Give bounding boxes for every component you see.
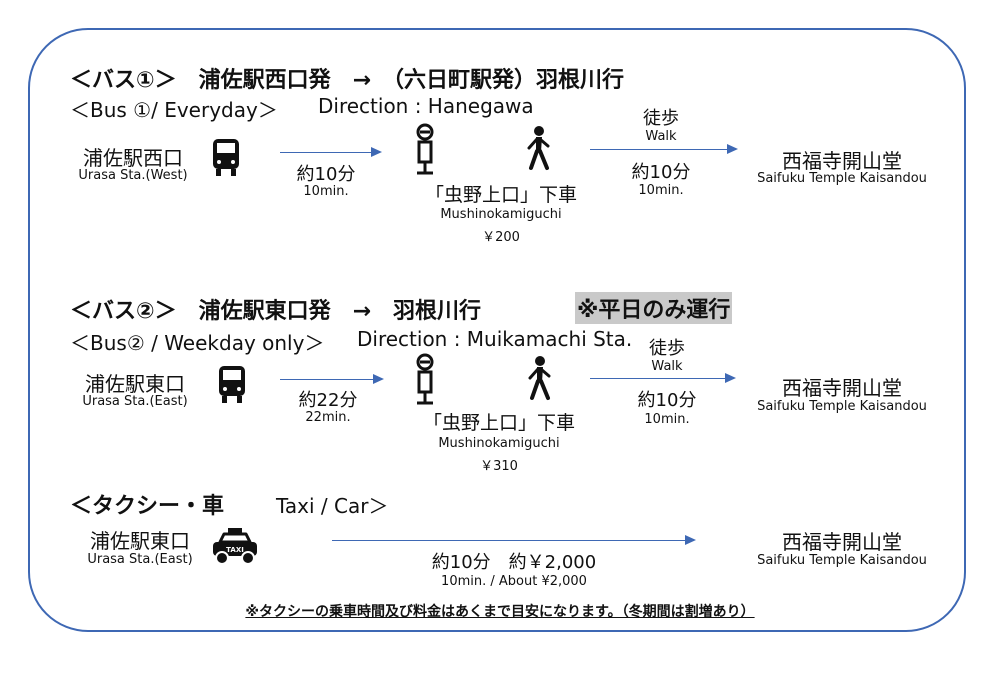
bus-icon (213, 139, 239, 176)
route1-origin-jp: 浦佐駅西口 (83, 146, 183, 170)
route2-walk-en: Walk (651, 359, 683, 374)
route1-header: ＜バス①＞ 浦佐駅西口発 → （六日町駅発）羽根川行 (70, 68, 625, 93)
route2-stop-en: Mushinokamiguchi (438, 436, 560, 451)
taxi-destination-jp: 西福寺開山堂 (782, 530, 902, 554)
route2-fare: ￥310 (480, 459, 518, 474)
route1-bus-arrow (280, 147, 382, 157)
fare-note: ※タクシーの乗車時間及び料金はあくまで目安になります。（冬期間は割増あり） (245, 604, 755, 620)
route1-walk-time-en: 10min. (638, 183, 684, 198)
weekday-only-badge: ※平日のみ運行 (575, 292, 733, 324)
route1-ride-time-en: 10min. (303, 184, 349, 199)
route2-origin-en: Urasa Sta.(East) (82, 394, 188, 409)
route1-ride-time-jp: 約10分 (296, 164, 356, 185)
taxi-destination-en: Saifuku Temple Kaisandou (757, 553, 927, 568)
route2-stop-jp: 「虫野上口」下車 (422, 412, 576, 434)
route2-destination-jp: 西福寺開山堂 (782, 376, 902, 400)
route2-ride-time-jp: 約22分 (298, 390, 358, 411)
bus-stop-icon (416, 123, 434, 175)
walking-person-icon (528, 356, 551, 400)
route1-destination-jp: 西福寺開山堂 (782, 149, 902, 173)
taxi-header-en: Taxi / Car＞ (276, 494, 389, 518)
route1-origin-en: Urasa Sta.(West) (78, 168, 188, 183)
taxi-arrow (332, 535, 696, 545)
route2-walk-time-jp: 約10分 (637, 390, 697, 411)
route1-subheader: ＜Bus ①/ Everyday＞ (70, 98, 278, 122)
route2-destination-en: Saifuku Temple Kaisandou (757, 399, 927, 414)
bus-stop-icon (416, 353, 434, 405)
taxi-time-en: 10min. / About ¥2,000 (441, 574, 587, 589)
route2-ride-time-en: 22min. (305, 410, 351, 425)
taxi-sign-text: TAXI (226, 546, 244, 554)
walking-person-icon (527, 126, 550, 170)
route1-fare: ￥200 (482, 230, 520, 245)
route2-walk-arrow (590, 373, 736, 383)
bus-icon (219, 366, 245, 403)
route1-walk-en: Walk (645, 129, 677, 144)
taxi-origin-jp: 浦佐駅東口 (90, 529, 190, 553)
route2-walk-time-en: 10min. (644, 412, 690, 427)
route-guide-frame (28, 28, 966, 632)
route2-direction: Direction : Muikamachi Sta. (357, 327, 633, 351)
route2-origin-jp: 浦佐駅東口 (85, 372, 185, 396)
route2-walk-jp: 徒歩 (649, 338, 685, 359)
route1-direction: Direction : Hanegawa (318, 94, 534, 118)
taxi-header-jp: ＜タクシー・車 (70, 494, 225, 519)
route1-stop-jp: 「虫野上口」下車 (424, 184, 578, 206)
route2-subheader: ＜Bus② / Weekday only＞ (70, 331, 325, 355)
route2-bus-arrow (280, 374, 384, 384)
route1-walk-jp: 徒歩 (643, 108, 679, 129)
taxi-origin-en: Urasa Sta.(East) (87, 552, 193, 567)
route1-stop-en: Mushinokamiguchi (440, 207, 562, 222)
taxi-time-jp: 約10分 約￥2,000 (431, 552, 597, 573)
route1-walk-arrow (590, 144, 738, 154)
route1-walk-time-jp: 約10分 (631, 162, 691, 183)
route2-header: ＜バス②＞ 浦佐駅東口発 → 羽根川行 (70, 299, 482, 324)
route1-destination-en: Saifuku Temple Kaisandou (757, 171, 927, 186)
taxi-icon: TAXI (213, 528, 257, 565)
